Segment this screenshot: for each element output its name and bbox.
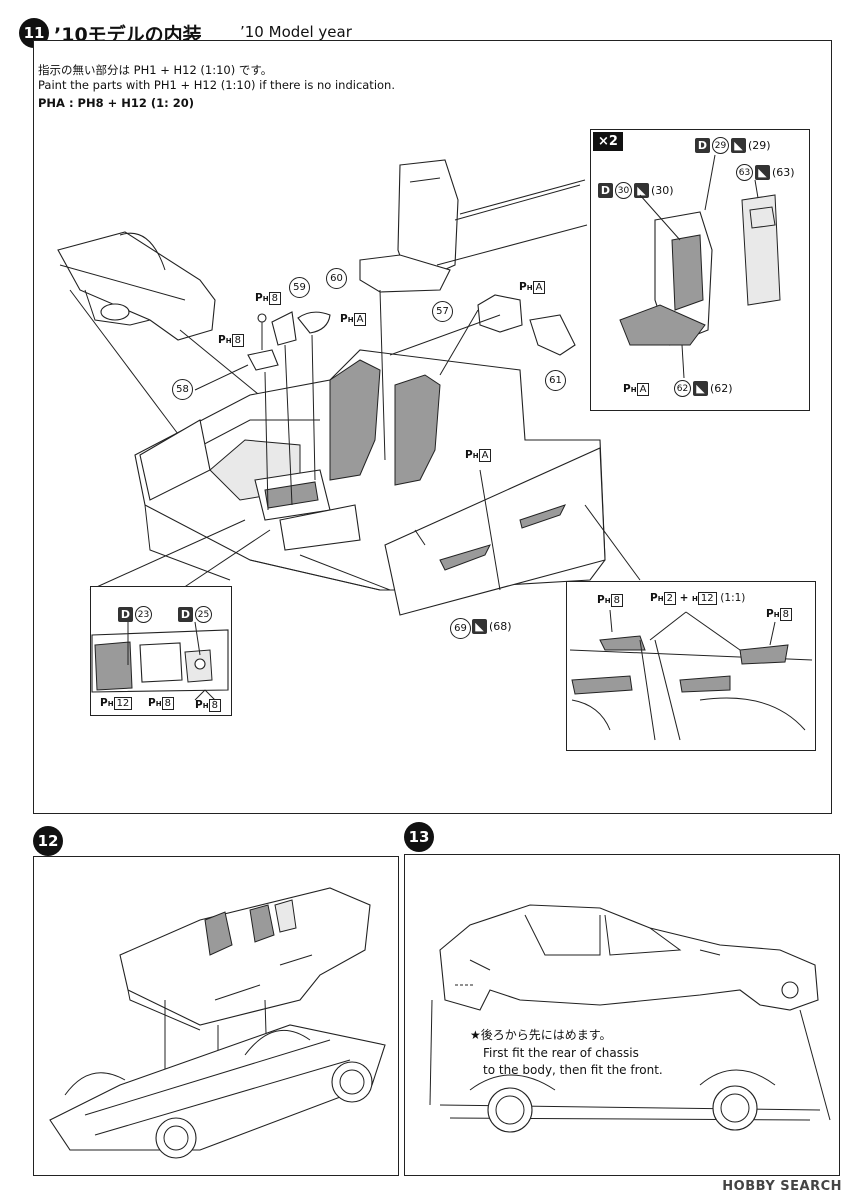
step-13-note-en-1: First fit the rear of chassis — [483, 1046, 639, 1060]
part-number-61: 61 — [545, 370, 566, 391]
step-12-number: 12 — [33, 826, 63, 856]
decal-ref-63: 63◣(63) — [736, 164, 795, 181]
door-inset-frame — [566, 581, 816, 751]
step-11-color-definition: PHA : PH8 + H12 (1: 20) — [38, 96, 195, 110]
step-13-note-en-2: to the body, then fit the front. — [483, 1063, 663, 1077]
step-11-note-jp: 指示の無い部分は PH1 + H12 (1:10) です。 — [38, 63, 273, 77]
part-number-58: 58 — [172, 379, 193, 400]
part-number-59: 59 — [289, 277, 310, 298]
step-13-frame — [404, 854, 840, 1176]
quantity-x2-badge: ×2 — [593, 132, 623, 151]
step-11-title-en: ’10 Model year — [240, 23, 352, 41]
step-11-note-en: Paint the parts with PH1 + H12 (1:10) if… — [38, 78, 395, 92]
step-13-number: 13 — [404, 822, 434, 852]
hobby-search-watermark: HOBBY SEARCH — [722, 1179, 842, 1194]
part-number-60: 60 — [326, 268, 347, 289]
step-13-note-jp: ★後ろから先にはめます。 — [470, 1028, 612, 1042]
part-number-57: 57 — [432, 301, 453, 322]
part-number-69: 69 — [450, 618, 471, 639]
decal-ref-68: ◣(68) — [472, 619, 512, 634]
decal-ref-62: 62◣(62) — [674, 380, 733, 397]
